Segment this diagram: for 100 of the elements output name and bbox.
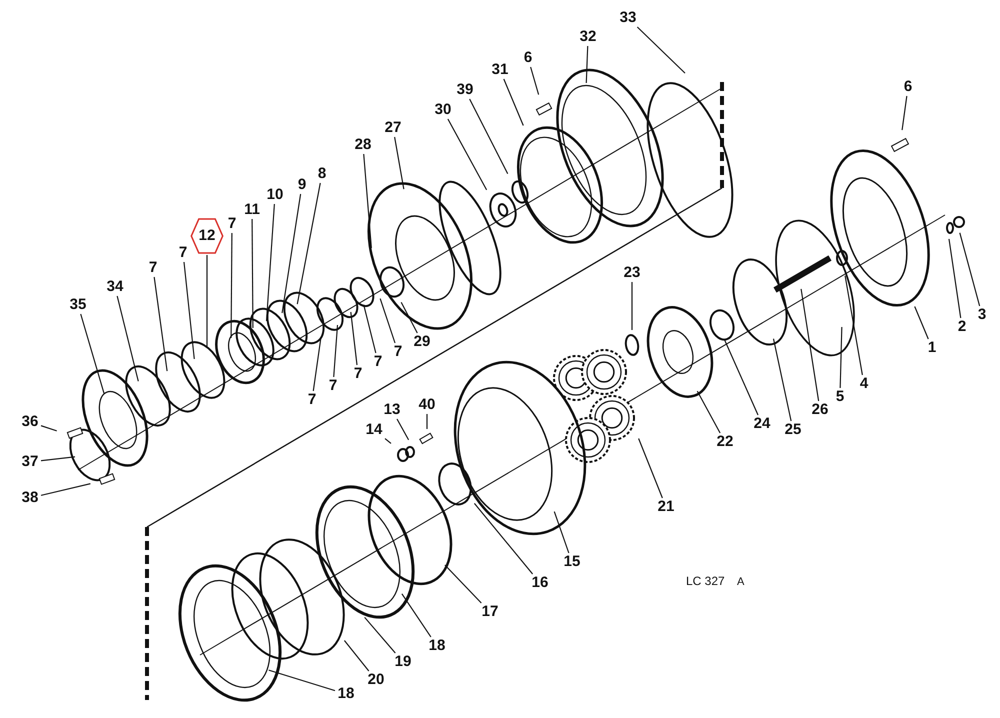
leader-line bbox=[363, 154, 372, 248]
callout-number: 23 bbox=[624, 265, 640, 281]
callout-number: 7 bbox=[148, 260, 158, 276]
callout-number: 18 bbox=[338, 686, 354, 702]
callout-number: 35 bbox=[70, 297, 86, 313]
leader-line bbox=[396, 418, 410, 440]
leader-line bbox=[469, 98, 508, 174]
callout-number: 18 bbox=[428, 638, 446, 654]
leader-line bbox=[230, 233, 232, 338]
leader-line bbox=[914, 306, 929, 340]
callout-number: 20 bbox=[368, 672, 384, 688]
leader-line bbox=[40, 425, 57, 432]
leader-line bbox=[401, 594, 432, 638]
callout-number: 36 bbox=[22, 414, 38, 430]
callout-number: 9 bbox=[298, 177, 306, 193]
callout-number: 34 bbox=[106, 279, 124, 295]
leader-line bbox=[426, 414, 428, 429]
callout-number: 6 bbox=[904, 79, 912, 95]
leader-line bbox=[724, 340, 758, 416]
callout-number: 12 bbox=[198, 227, 216, 244]
callout-number: 26 bbox=[812, 402, 828, 418]
callout-number: 27 bbox=[384, 120, 402, 136]
leader-line bbox=[503, 78, 524, 126]
callout-number: 39 bbox=[456, 82, 474, 98]
callout-number: 8 bbox=[318, 166, 326, 182]
leader-line bbox=[380, 298, 396, 344]
leader-line bbox=[40, 483, 91, 496]
callout-number: 19 bbox=[394, 654, 412, 670]
leader-line bbox=[530, 66, 540, 95]
callout-number: 7 bbox=[328, 378, 338, 394]
callout-number: 1 bbox=[928, 340, 936, 356]
leader-line bbox=[631, 282, 633, 330]
callout-number: 13 bbox=[384, 402, 400, 418]
leader-line bbox=[350, 312, 358, 366]
leader-line bbox=[586, 46, 588, 84]
callout-number: 25 bbox=[784, 422, 802, 438]
leader-line bbox=[363, 304, 376, 354]
leader-line bbox=[444, 564, 482, 604]
callout-number: 40 bbox=[418, 397, 436, 413]
leader-line bbox=[80, 314, 105, 394]
leader-line bbox=[554, 511, 570, 554]
callout-number: 7 bbox=[308, 392, 316, 408]
callout-number: 31 bbox=[492, 62, 508, 78]
leader-line bbox=[252, 219, 254, 328]
leader-line bbox=[344, 640, 370, 672]
callout-number: 2 bbox=[958, 319, 966, 335]
leader-line bbox=[840, 326, 842, 388]
leader-line bbox=[268, 670, 336, 692]
leader-line bbox=[154, 276, 168, 372]
callout-number: 38 bbox=[22, 490, 38, 506]
leader-line bbox=[400, 302, 418, 334]
leader-line bbox=[474, 503, 534, 574]
callout-number: 7 bbox=[374, 354, 382, 370]
leader-line bbox=[384, 438, 392, 444]
leader-line bbox=[364, 616, 396, 654]
leader-line bbox=[948, 238, 962, 318]
callout-number: 28 bbox=[354, 137, 372, 153]
leader-line bbox=[638, 438, 663, 498]
callout-number: 21 bbox=[658, 499, 674, 515]
leader-line bbox=[206, 255, 208, 348]
leader-line bbox=[312, 336, 322, 392]
leader-line bbox=[696, 390, 721, 434]
callout-number: 16 bbox=[532, 575, 548, 591]
leader-line bbox=[183, 262, 195, 360]
leader-line bbox=[772, 338, 792, 422]
leader-line bbox=[116, 296, 139, 382]
leader-line bbox=[844, 276, 863, 376]
callout-number: 17 bbox=[482, 604, 498, 620]
callout-number: 22 bbox=[716, 434, 734, 450]
leader-line bbox=[266, 204, 275, 322]
leader-line bbox=[394, 136, 404, 190]
callout-number: 7 bbox=[354, 366, 362, 382]
callout-number: 5 bbox=[836, 389, 844, 405]
leader-line bbox=[959, 232, 980, 306]
callout-number: 7 bbox=[228, 216, 236, 232]
callout-number: 32 bbox=[580, 29, 596, 45]
callout-number: 7 bbox=[394, 344, 402, 360]
drawing-number: LC 327 bbox=[686, 574, 725, 588]
leader-line bbox=[333, 324, 338, 378]
drawing-number: A bbox=[737, 576, 744, 588]
leader-line bbox=[800, 288, 820, 402]
callout-number: 3 bbox=[978, 307, 986, 323]
callout-number: 4 bbox=[860, 376, 868, 392]
leader-line bbox=[282, 194, 302, 314]
callout-number: 6 bbox=[524, 50, 532, 66]
callout-number: 33 bbox=[620, 10, 636, 26]
callout-number: 30 bbox=[434, 102, 452, 118]
leader-line bbox=[636, 26, 686, 74]
callout-number: 7 bbox=[178, 245, 188, 261]
callout-number: 15 bbox=[564, 554, 580, 570]
highlighted-callout bbox=[190, 218, 224, 254]
leader-line bbox=[296, 182, 321, 304]
callout-number: 29 bbox=[414, 334, 430, 350]
callout-number: 10 bbox=[266, 187, 284, 203]
leader-line bbox=[902, 96, 908, 130]
leader-line bbox=[447, 118, 488, 190]
callout-number: 14 bbox=[366, 422, 382, 438]
callout-number: 24 bbox=[754, 416, 770, 432]
callout-number: 11 bbox=[244, 202, 260, 218]
leader-line bbox=[40, 456, 76, 462]
